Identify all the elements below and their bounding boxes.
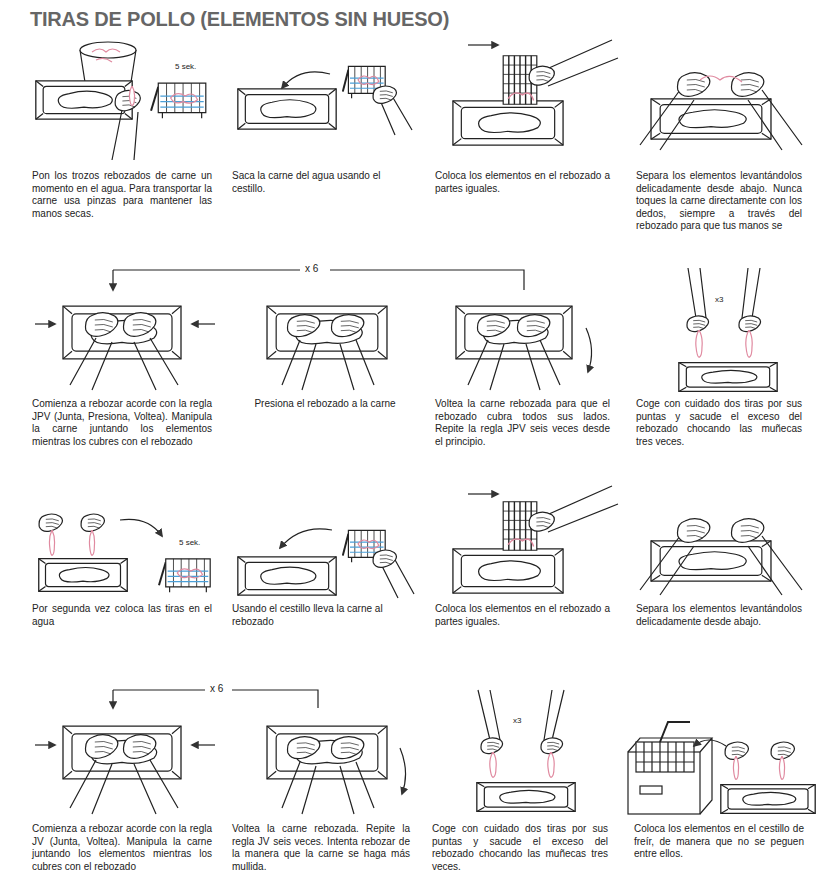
page-title: TIRAS DE POLLO (ELEMENTOS SIN HUESO) bbox=[30, 8, 449, 31]
step-caption: Coloca los elementos en el rebozado a pa… bbox=[435, 170, 610, 195]
step-caption: Coge con cuidado dos tiras por sus punta… bbox=[636, 398, 802, 448]
step-note: x3 bbox=[714, 295, 724, 305]
step-note: x 6 bbox=[208, 683, 225, 696]
step-note: 5 sek. bbox=[178, 538, 201, 548]
step-caption: Separa los elementos levantándolos delic… bbox=[636, 603, 802, 628]
step-caption: Pon los trozos rebozados de carne un mom… bbox=[32, 170, 212, 220]
step-note: x 6 bbox=[303, 263, 320, 276]
step-caption: Comienza a rebozar acorde con la regla J… bbox=[32, 398, 212, 448]
step-caption: Presiona el rebozado a la carne bbox=[240, 398, 410, 411]
step-caption: Usando el cestillo lleva la carne al reb… bbox=[232, 603, 412, 628]
step-note: 5 sek. bbox=[174, 62, 197, 72]
step-caption: Coge con cuidado dos tiras por sus punta… bbox=[432, 823, 608, 873]
step-caption: Voltea la carne rebozada para que el reb… bbox=[435, 398, 610, 448]
step-caption: Por segunda vez coloca las tiras en el a… bbox=[32, 603, 212, 628]
step-caption: Comienza a rebozar acorde con la regla J… bbox=[32, 823, 212, 873]
step-caption: Coloca los elementos en el rebozado a pa… bbox=[435, 603, 610, 628]
step-caption: Saca la carne del agua usando el cestill… bbox=[232, 170, 412, 195]
step-caption: Separa los elementos levantándolos delic… bbox=[636, 170, 802, 233]
step-caption: Voltea la carne rebozada. Repite la regl… bbox=[232, 823, 410, 873]
step-caption: Coloca los elementos en el cestillo de f… bbox=[634, 823, 804, 861]
step-note: x3 bbox=[512, 716, 522, 726]
